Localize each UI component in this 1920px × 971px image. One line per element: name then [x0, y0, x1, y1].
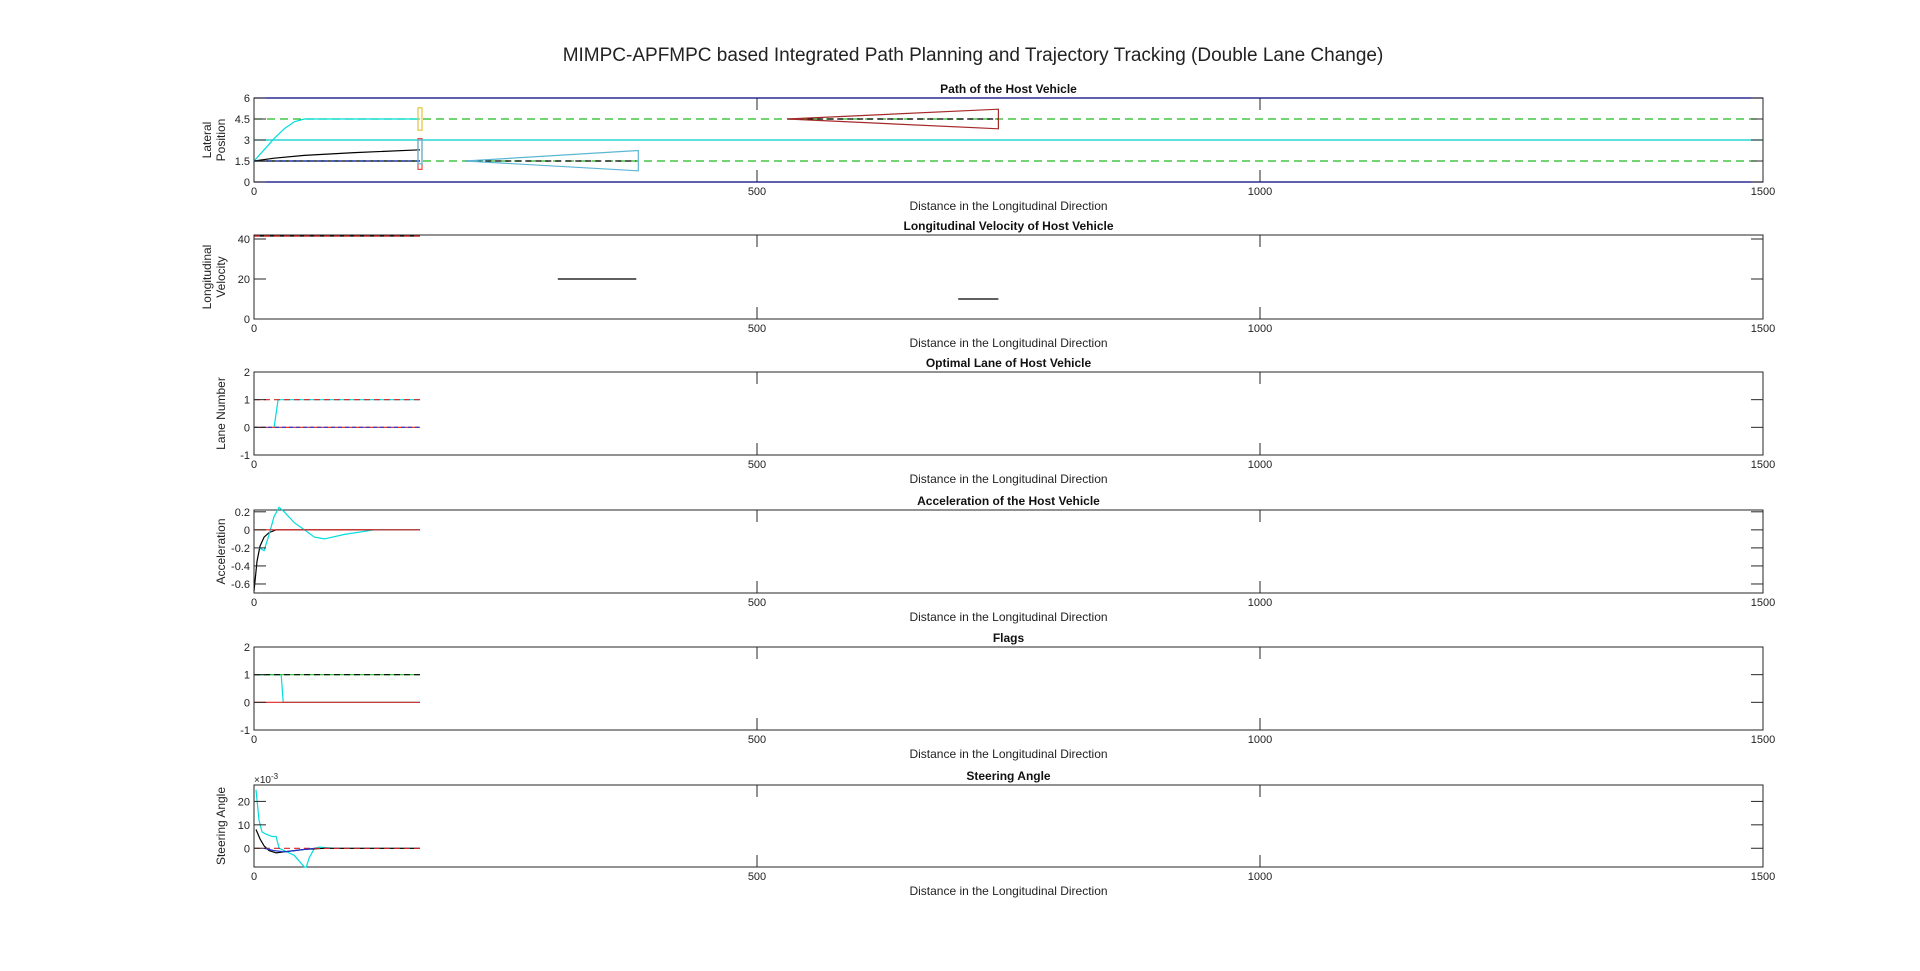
x-axis-label: Distance in the Longitudinal Direction	[909, 610, 1107, 624]
y-tick-label: 0	[244, 843, 250, 855]
y-axis-label: Longitudinal	[200, 245, 214, 310]
y-tick-label: 4.5	[235, 114, 250, 126]
x-tick-label: 0	[251, 323, 257, 335]
y-tick-label: 1.5	[235, 156, 250, 168]
axes-box	[253, 509, 1764, 594]
series-line-1	[255, 789, 420, 868]
y-tick-label: 0	[244, 422, 250, 434]
y-axis-label: Steering Angle	[214, 787, 228, 865]
axes-box	[253, 646, 1764, 731]
y-tick-label: -0.4	[231, 561, 250, 573]
chart-panel-6: 0 500 1000 1500 0 10 20 Steering AngleDistance …	[214, 769, 1775, 898]
x-tick-label: 500	[748, 597, 766, 609]
axes-title: Longitudinal Velocity of Host Vehicle	[903, 219, 1113, 233]
y-tick-label: 3	[244, 135, 250, 147]
y-tick-label: 0	[244, 697, 250, 709]
y-axis-label: Velocity	[214, 256, 228, 297]
x-tick-label: 1500	[1751, 597, 1775, 609]
host-vehicle-marker-3	[417, 139, 423, 165]
series-line-1	[254, 674, 420, 703]
axes-box	[253, 371, 1764, 456]
x-tick-label: 500	[748, 459, 766, 471]
host-vehicle-marker-2	[417, 138, 423, 171]
x-tick-label: 500	[748, 871, 766, 883]
series-line-2	[258, 506, 420, 552]
x-axis-label: Distance in the Longitudinal Direction	[909, 747, 1107, 761]
axes-title: Acceleration of the Host Vehicle	[917, 494, 1100, 508]
y-tick-label: 1	[244, 670, 250, 682]
series-line-1	[273, 399, 420, 428]
series-line-7	[253, 149, 421, 162]
axes-box	[253, 784, 1764, 868]
chart-panel-1: 0 500 1000 1500 0 1.5 3 4.5 6 Path of the Host Ve…	[200, 82, 1775, 213]
y-tick-label: 0.2	[235, 507, 250, 519]
y-tick-label: 1	[244, 395, 250, 407]
x-tick-label: 1500	[1751, 186, 1775, 198]
y-axis-label: Lane Number	[214, 377, 228, 450]
axes-box	[253, 234, 1764, 320]
y-tick-label: -0.6	[231, 579, 250, 591]
chart-panel-2: 0 500 1000 1500 0 20 40 Longitudinal Velocity o…	[200, 219, 1775, 350]
x-tick-label: 0	[251, 186, 257, 198]
x-tick-label: 1000	[1248, 186, 1272, 198]
y-tick-label: 0	[244, 177, 250, 189]
obstacle-vehicle-zone-1	[465, 149, 639, 172]
series-line-6	[253, 118, 420, 162]
x-tick-label: 500	[748, 734, 766, 746]
obstacle-vehicle-zone-2	[787, 108, 1000, 130]
x-tick-label: 1000	[1248, 871, 1272, 883]
x-tick-label: 1000	[1248, 323, 1272, 335]
y-tick-label: 40	[238, 234, 250, 246]
y-tick-label: 20	[238, 796, 250, 808]
x-tick-label: 0	[251, 459, 257, 471]
y-axis-label: Acceleration	[214, 518, 228, 584]
y-tick-label: 0	[244, 314, 250, 326]
x-tick-label: 1500	[1751, 323, 1775, 335]
x-axis-label: Distance in the Longitudinal Direction	[909, 199, 1107, 213]
y-tick-label: 0	[244, 525, 250, 537]
axes-title: Optimal Lane of Host Vehicle	[926, 356, 1092, 370]
figure-title: MIMPC-APFMPC based Integrated Path Plann…	[563, 45, 1384, 66]
series-line-4	[263, 847, 315, 853]
x-tick-label: 0	[251, 597, 257, 609]
y-axis-label: Lateral	[200, 122, 214, 159]
y-axis-label: Position	[214, 119, 228, 162]
x-tick-label: 500	[748, 186, 766, 198]
series-line-1	[253, 529, 420, 592]
x-tick-label: 1000	[1248, 734, 1272, 746]
x-tick-label: 1000	[1248, 597, 1272, 609]
y-tick-label: 6	[244, 93, 250, 105]
x-tick-label: 0	[251, 734, 257, 746]
x-tick-label: 1500	[1751, 734, 1775, 746]
y-tick-label: -0.2	[231, 543, 250, 555]
x-tick-label: 500	[748, 323, 766, 335]
y-axis-exponent: ×10-3	[254, 772, 279, 786]
x-tick-label: 1000	[1248, 459, 1272, 471]
y-tick-label: 2	[244, 642, 250, 654]
y-tick-label: 20	[238, 274, 250, 286]
axes-title: Flags	[993, 631, 1025, 645]
y-tick-label: -1	[240, 725, 250, 737]
y-tick-label: -1	[240, 450, 250, 462]
x-tick-label: 1500	[1751, 871, 1775, 883]
x-tick-label: 0	[251, 871, 257, 883]
host-vehicle-marker-1	[417, 107, 423, 131]
x-axis-label: Distance in the Longitudinal Direction	[909, 472, 1107, 486]
x-axis-label: Distance in the Longitudinal Direction	[909, 884, 1107, 898]
axes-title: Path of the Host Vehicle	[940, 82, 1077, 96]
x-tick-label: 1500	[1751, 459, 1775, 471]
axes-title: Steering Angle	[966, 769, 1051, 783]
x-axis-label: Distance in the Longitudinal Direction	[909, 336, 1107, 350]
y-tick-label: 10	[238, 820, 250, 832]
y-tick-label: 2	[244, 367, 250, 379]
